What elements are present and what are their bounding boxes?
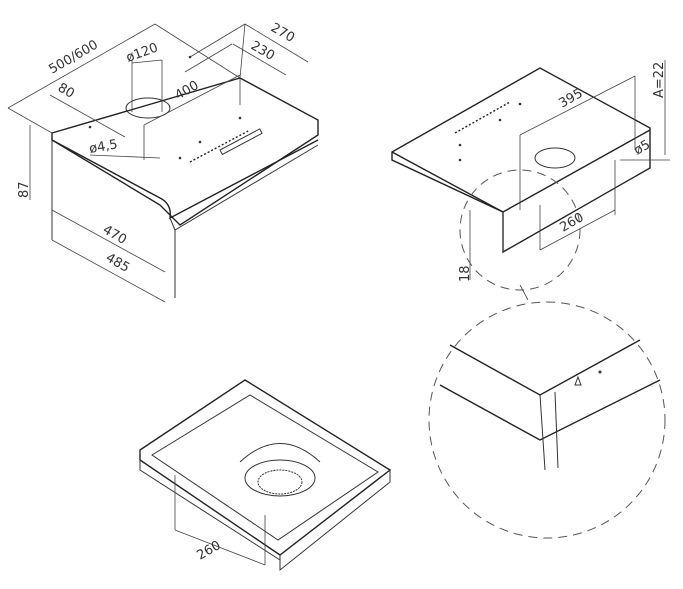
dim-hole-spacing-label: 400 bbox=[173, 78, 202, 103]
detail-view bbox=[428, 284, 666, 539]
hood-view-top-left bbox=[7, 23, 319, 303]
dim-outer-width-label: 485 bbox=[103, 250, 132, 275]
dim-depth-inner-label: 230 bbox=[248, 38, 277, 63]
dim-hole-diameter-label: ø4,5 bbox=[88, 137, 119, 157]
detail-marker-circle bbox=[459, 169, 581, 291]
hood-view-bottom bbox=[139, 379, 392, 572]
hood-view-top-right bbox=[391, 60, 670, 291]
dim-offset-a-label: A=22 bbox=[652, 62, 667, 98]
vent-slots-icon bbox=[189, 129, 251, 163]
dim-offset-label: 80 bbox=[55, 80, 77, 101]
dim-depth-total-label: 270 bbox=[268, 20, 297, 45]
dim-width-label: 500/600 bbox=[47, 37, 101, 77]
dim-rear-spacing-label: 260 bbox=[558, 210, 587, 235]
dim-edge-height-label: 18 bbox=[458, 265, 473, 282]
dim-bottom-spacing-label: 260 bbox=[195, 538, 224, 563]
dim-hole-diameter-right-label: ø5 bbox=[632, 137, 654, 158]
dim-height-label: 87 bbox=[17, 181, 32, 198]
